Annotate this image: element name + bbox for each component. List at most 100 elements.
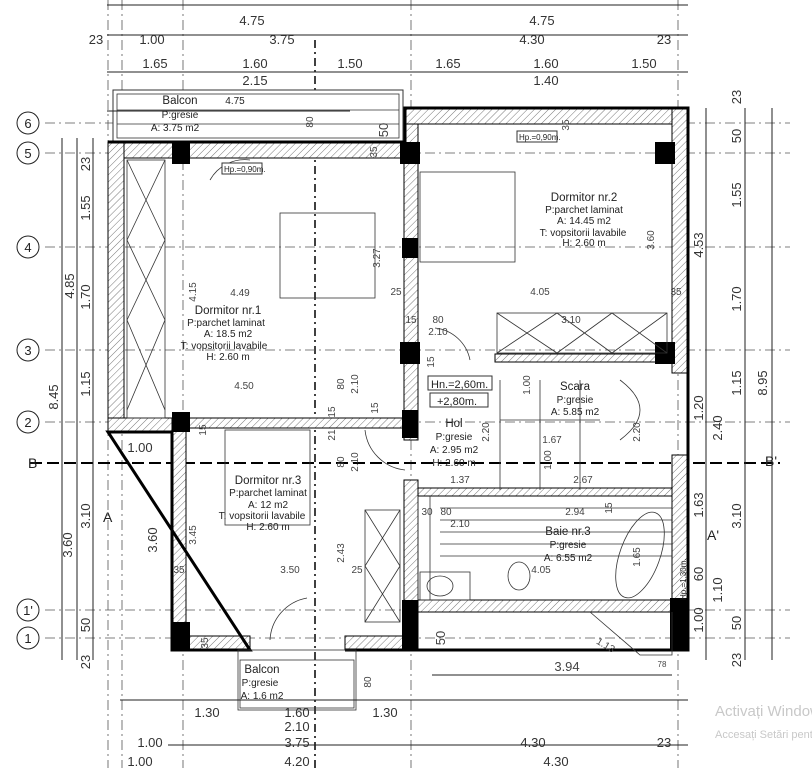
right-dimensions: 4.53 1.20 1.63 60 1.00 2.40 1.10 23 50 1… bbox=[691, 90, 770, 667]
dim-text: 2.20 bbox=[481, 422, 492, 442]
axis-markers: 6 5 4 3 2 1' 1 bbox=[16, 111, 40, 650]
dim-text: 4.15 bbox=[188, 282, 199, 302]
room-floor: P:parchet laminat bbox=[545, 205, 623, 216]
dim-text: 1.60 bbox=[242, 56, 267, 71]
bed-dorm3 bbox=[224, 429, 311, 526]
room-height: H: 2.60 m bbox=[432, 458, 475, 469]
section-a-right: A' bbox=[707, 527, 719, 543]
section-b-left: B bbox=[28, 455, 37, 471]
dim-text: 1.70 bbox=[78, 284, 93, 309]
dim-text: 50 bbox=[376, 123, 391, 137]
dim-text: 4.49 bbox=[230, 288, 250, 299]
dim-text: 1.40 bbox=[533, 73, 558, 88]
room-floor: P:gresie bbox=[557, 395, 594, 406]
dim-text: 15 bbox=[426, 356, 437, 368]
dim-text: 23 bbox=[78, 157, 93, 171]
dim-text: 3.60 bbox=[145, 527, 160, 552]
dim-text: 3.75 bbox=[284, 735, 309, 750]
dim-text: 1.50 bbox=[337, 56, 362, 71]
dim-text: 4.50 bbox=[234, 381, 254, 392]
dim-text: 1.60 bbox=[533, 56, 558, 71]
dim-text: 4.05 bbox=[531, 565, 551, 576]
dim-text: 2.94 bbox=[565, 507, 585, 518]
bed-dorm2 bbox=[419, 171, 516, 263]
dim-text: 3.10 bbox=[78, 503, 93, 528]
dim-text: 80 bbox=[305, 116, 316, 128]
dim-text: 23 bbox=[657, 32, 671, 47]
axis-label: 4 bbox=[24, 240, 31, 255]
dim-text: 3.94 bbox=[554, 659, 579, 674]
dim-text: 80 bbox=[336, 456, 347, 468]
room-dormitor-1: Dormitor nr.1 P:parchet laminat A: 18.5 … bbox=[181, 305, 268, 363]
dim-text: 2.43 bbox=[336, 543, 347, 563]
dim-text: 3.60 bbox=[646, 230, 657, 250]
dim-text: 23 bbox=[729, 90, 744, 104]
room-area: A: 6.55 m2 bbox=[544, 553, 593, 564]
dim-text: 15 bbox=[405, 315, 417, 326]
room-name: Dormitor nr.1 bbox=[195, 305, 261, 317]
dim-text: 1.13 bbox=[594, 636, 617, 655]
dim-text: 4.05 bbox=[530, 287, 550, 298]
dim-text: 3.10 bbox=[561, 315, 581, 326]
dim-text: 1.20 bbox=[691, 395, 706, 420]
room-height: H: 2.60 m bbox=[246, 522, 289, 533]
dim-text: 3.60 bbox=[60, 532, 75, 557]
dim-text: 25 bbox=[390, 287, 402, 298]
dim-text: 50 bbox=[78, 618, 93, 632]
dim-text: 78 bbox=[658, 660, 667, 669]
dim-text: 1.55 bbox=[78, 195, 93, 220]
section-a-left: A bbox=[103, 509, 113, 525]
dim-text: 4.30 bbox=[543, 754, 568, 768]
walls bbox=[105, 106, 690, 652]
room-baie-3: Baie nr.3 P:gresie A: 6.55 m2 bbox=[544, 526, 593, 564]
dim-text: 1.00 bbox=[127, 440, 152, 455]
room-hol: Hol P:gresie A: 2.95 m2 H: 2.60 m bbox=[430, 418, 479, 469]
interior-dimensions: 4.15 4.49 3.27 25 4.05 35 15 80 2.10 3.1… bbox=[173, 116, 682, 688]
dim-text: 35 bbox=[200, 637, 211, 649]
room-finish: T: vopsitorii lavabile bbox=[181, 341, 268, 352]
tag-hp: Hp.=0,90m. bbox=[519, 133, 561, 142]
room-name: Balcon bbox=[162, 95, 197, 107]
dim-text: 1.55 bbox=[729, 182, 744, 207]
room-area: A: 14.45 m2 bbox=[557, 216, 611, 227]
room-floor: P:gresie bbox=[436, 432, 473, 443]
windows-activation-watermark: Activați Windows Accesați Setări pentru … bbox=[715, 703, 812, 741]
dim-text: 35 bbox=[670, 287, 682, 298]
dim-text: 2.15 bbox=[242, 73, 267, 88]
dim-text: 4.85 bbox=[62, 273, 77, 298]
dim-text: 35 bbox=[369, 146, 380, 158]
dim-text: 15 bbox=[370, 402, 381, 414]
dim-text: 2.10 bbox=[428, 327, 448, 338]
room-height: H: 2.60 m bbox=[562, 238, 605, 249]
dim-text: 23 bbox=[78, 655, 93, 669]
room-name: Hol bbox=[445, 418, 462, 430]
tag-hp: Hp.=1,30m. bbox=[679, 558, 688, 600]
room-balcon-bottom: Balcon P:gresie A: 1.6 m2 bbox=[241, 664, 284, 702]
room-area: A: 3.75 m2 bbox=[151, 123, 200, 134]
top-dimensions: 4.75 4.75 23 1.00 3.75 4.30 23 1.65 1.60… bbox=[89, 13, 671, 88]
dim-text: 80 bbox=[363, 676, 374, 688]
dim-text: 23 bbox=[89, 32, 103, 47]
dim-text: 8.95 bbox=[755, 370, 770, 395]
bed-dorm1 bbox=[279, 212, 376, 299]
dim-text: 80 bbox=[440, 507, 452, 518]
dim-text: 4.75 bbox=[239, 13, 264, 28]
left-dimensions: 23 1.55 1.70 1.15 3.10 50 23 4.85 8.45 3… bbox=[46, 157, 160, 669]
room-name: Dormitor nr.3 bbox=[235, 475, 301, 487]
dim-text: 80 bbox=[432, 315, 444, 326]
dim-text: 2.10 bbox=[350, 452, 361, 472]
dim-text: 3.50 bbox=[280, 565, 300, 576]
dim-text: 4.53 bbox=[691, 232, 706, 257]
dim-text: 1.00 bbox=[139, 32, 164, 47]
dim-text: 3.10 bbox=[729, 503, 744, 528]
dim-text: 1.37 bbox=[450, 475, 470, 486]
dimension-lines bbox=[61, 4, 773, 746]
dim-text: 1.15 bbox=[729, 370, 744, 395]
bottom-dimensions: 1.30 1.60 1.30 2.10 1.00 3.75 4.30 23 1.… bbox=[127, 705, 671, 768]
dim-text: 1.00 bbox=[137, 735, 162, 750]
axis-label: 2 bbox=[24, 415, 31, 430]
dim-text: 4.75 bbox=[225, 96, 245, 107]
room-scara: Scara P:gresie A: 5.85 m2 bbox=[551, 381, 600, 418]
dim-text: 8.45 bbox=[46, 384, 61, 409]
dim-text: 2.40 bbox=[710, 415, 725, 440]
